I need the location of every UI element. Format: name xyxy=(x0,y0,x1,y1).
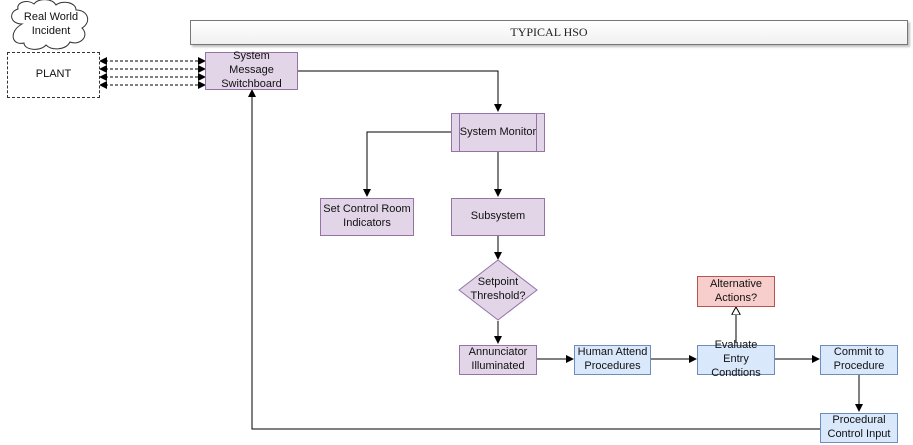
node-human-attend: Human Attend Procedures xyxy=(574,345,651,375)
node-switchboard: System Message Switchboard xyxy=(205,50,298,90)
diagram-title: TYPICAL HSO xyxy=(510,25,588,39)
diagram-title-banner: TYPICAL HSO xyxy=(190,20,908,45)
monitor-left-bar xyxy=(459,114,460,151)
node-subsystem: Subsystem xyxy=(451,198,545,236)
incident-label: Real World Incident xyxy=(23,11,79,37)
edge-switchboard-monitor xyxy=(298,70,502,112)
system-monitor-label: System Monitor xyxy=(459,125,537,138)
node-annunciator: Annunciator Illuminated xyxy=(459,345,537,375)
edge-monitor-controlroom xyxy=(363,131,451,197)
node-setpoint: Setpoint Threshold? xyxy=(470,276,526,302)
node-alternative: Alternative Actions? xyxy=(697,276,775,307)
incident-cloud-shape xyxy=(11,0,89,50)
node-plant: PLANT xyxy=(7,52,100,98)
node-system-monitor: System Monitor xyxy=(451,113,545,152)
monitor-right-bar xyxy=(536,114,537,151)
node-control-room: Set Control Room Indicators xyxy=(320,198,414,236)
setpoint-diamond-shape xyxy=(458,259,538,321)
node-procedural: Procedural Control Input xyxy=(820,413,898,443)
node-commit: Commit to Procedure xyxy=(820,345,898,375)
node-evaluate: Evaluate Entry Condtions xyxy=(697,339,775,379)
edge-procedural-switchboard xyxy=(248,89,820,430)
